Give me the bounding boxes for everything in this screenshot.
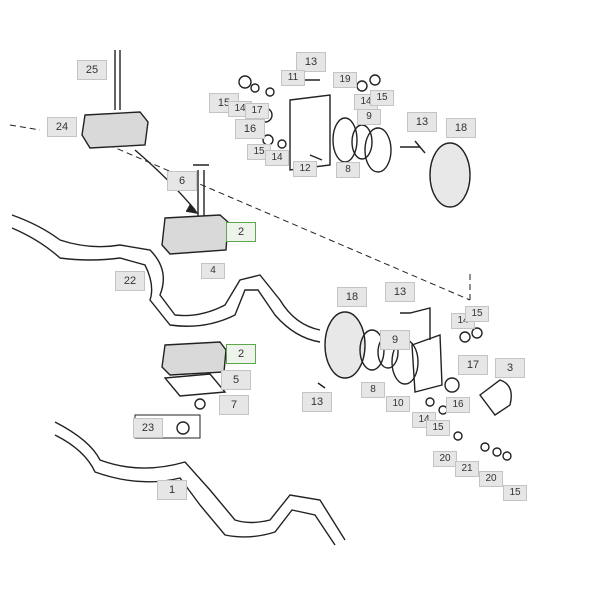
nut [238,75,252,89]
callout-18: 18 [446,118,476,138]
callout-19: 19 [333,72,357,88]
callout-13: 13 [302,392,332,412]
bolts [305,79,323,161]
callout-15: 15 [465,306,489,322]
nut [502,451,512,461]
callout-17: 17 [245,103,269,119]
callout-9: 9 [380,330,410,350]
washer [492,447,502,457]
flange [359,329,385,371]
callout-21: 21 [455,461,479,477]
leader-line [400,307,431,340]
callout-2-lower: 2 [226,344,256,364]
nut [194,398,206,410]
nut [369,74,381,86]
leader-line [317,382,326,389]
rubber-block-top [81,111,149,149]
flange [332,117,358,163]
bolt [400,140,426,154]
callout-16: 16 [446,397,470,413]
callout-14: 14 [265,150,289,166]
assembly-dashed-line [9,124,471,301]
callout-5: 5 [221,370,251,390]
disc-wheel-lower [324,311,366,379]
callout-18: 18 [337,287,367,307]
callout-13: 13 [296,52,326,72]
callout-9: 9 [357,109,381,125]
callout-17: 17 [458,355,488,375]
plate [163,373,227,397]
callout-22: 22 [115,271,145,291]
callout-10: 10 [386,396,410,412]
nut [471,327,483,339]
cap [479,379,512,416]
axle-lower [54,421,346,546]
callout-2-upper: 2 [226,222,256,242]
callout-25: 25 [77,60,107,80]
axle [11,214,321,343]
bearing [351,124,373,160]
washer [480,442,490,452]
callout-6: 6 [167,171,197,191]
washer [459,331,471,343]
callout-20: 20 [479,471,503,487]
washer [250,83,260,93]
arrow-head [185,203,199,215]
callout-15: 15 [503,485,527,501]
washer [265,87,275,97]
callout-13: 13 [385,282,415,302]
callout-16: 16 [235,119,265,139]
callout-12: 12 [293,161,317,177]
callout-1: 1 [157,480,187,500]
disc-wheel [429,142,471,208]
bracket-plate [289,94,331,171]
mount-plate [411,334,443,393]
callout-8: 8 [361,382,385,398]
callout-23: 23 [133,418,163,438]
callout-3: 3 [495,358,525,378]
callout-24: 24 [47,117,77,137]
rubber-block-lower [161,341,227,376]
rubber-block-upper [161,214,229,255]
washer [356,80,368,92]
washer [277,139,287,149]
washer [425,397,435,407]
callout-8: 8 [336,162,360,178]
callout-15: 15 [426,420,450,436]
callout-15: 15 [370,90,394,106]
callout-4: 4 [201,263,225,279]
threaded-rod [114,50,121,110]
callout-20: 20 [433,451,457,467]
flange [364,127,392,173]
callout-13: 13 [407,112,437,132]
callout-7: 7 [219,395,249,415]
bushing [444,377,460,393]
callout-11: 11 [281,70,305,86]
clip-nut [176,421,190,435]
washer [453,431,463,441]
